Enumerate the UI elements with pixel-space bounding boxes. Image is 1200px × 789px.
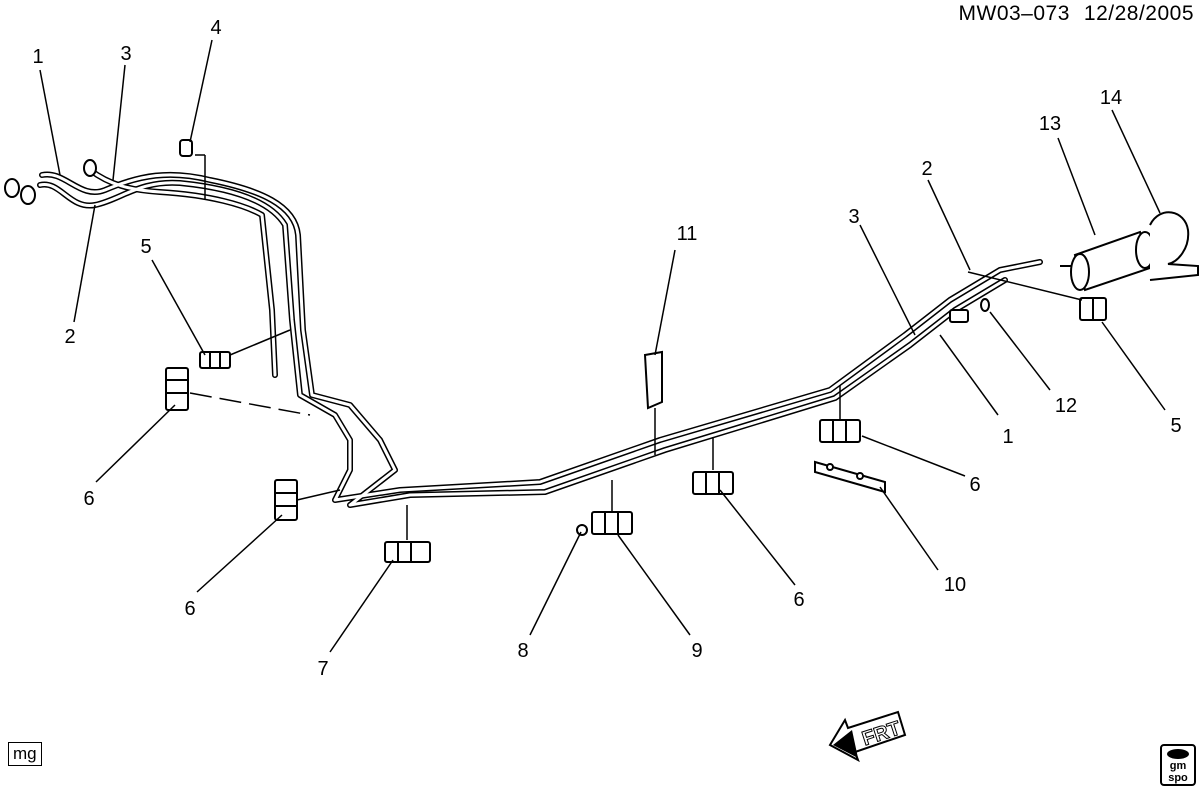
clip-6-right <box>819 419 861 443</box>
callout-6-upper: 6 <box>83 488 94 510</box>
callout-11: 11 <box>677 223 698 245</box>
corner-tag: mg <box>8 742 42 766</box>
callout-6-right: 6 <box>969 474 980 496</box>
callout-6-middle: 6 <box>184 598 195 620</box>
clip-6-middle <box>274 479 298 521</box>
callout-12: 12 <box>1055 395 1077 417</box>
clip-6-upper <box>165 367 189 411</box>
diagram-header: MW03–073 12/28/2005 <box>945 2 1195 26</box>
clip-5-right <box>1079 297 1107 321</box>
diagram-date: 12/28/2005 <box>1083 2 1194 25</box>
fuel-pipes <box>4 139 1043 508</box>
clip-5-left <box>199 351 231 369</box>
fitting-right <box>949 309 969 323</box>
callout-9: 9 <box>691 640 702 662</box>
clip-9 <box>591 511 633 535</box>
callout-14: 14 <box>1100 87 1122 109</box>
callout-2-left: 2 <box>64 326 75 348</box>
callout-7: 7 <box>317 658 328 680</box>
seal-12 <box>980 298 990 312</box>
strap-11 <box>643 350 663 410</box>
fuel-filter-13 <box>1060 230 1169 292</box>
diagram-code: MW03–073 <box>958 2 1070 25</box>
callout-3-left: 3 <box>120 43 131 65</box>
callout-2-right: 2 <box>921 158 932 180</box>
callout-5-left: 5 <box>140 236 151 258</box>
callout-5-right: 5 <box>1170 415 1181 437</box>
callout-1-left: 1 <box>32 46 43 68</box>
callout-labels: 1 3 4 2 5 6 6 7 8 9 6 11 3 2 13 14 12 1 … <box>32 17 1181 680</box>
callout-1-right: 1 <box>1002 426 1013 448</box>
logo-text-gm: gm <box>1169 760 1187 772</box>
filter-bracket-14 <box>1149 211 1199 281</box>
logo-oval-icon <box>1167 749 1189 759</box>
clip-7 <box>384 541 431 563</box>
bolt-8 <box>576 524 588 536</box>
callout-8: 8 <box>517 640 528 662</box>
bracket-10 <box>814 460 886 494</box>
callout-6-lower: 6 <box>793 589 804 611</box>
logo-text-spo: spo <box>1168 772 1188 784</box>
callout-13: 13 <box>1039 113 1061 135</box>
clips <box>165 211 1199 563</box>
clip-6-lower <box>692 471 734 495</box>
callout-3-right: 3 <box>848 206 859 228</box>
leader-lines <box>39 39 1166 653</box>
front-direction-arrow: FRT <box>828 710 907 763</box>
callout-4: 4 <box>210 17 221 39</box>
callout-10: 10 <box>944 574 966 596</box>
gmspo-logo: gm spo <box>1160 744 1196 786</box>
